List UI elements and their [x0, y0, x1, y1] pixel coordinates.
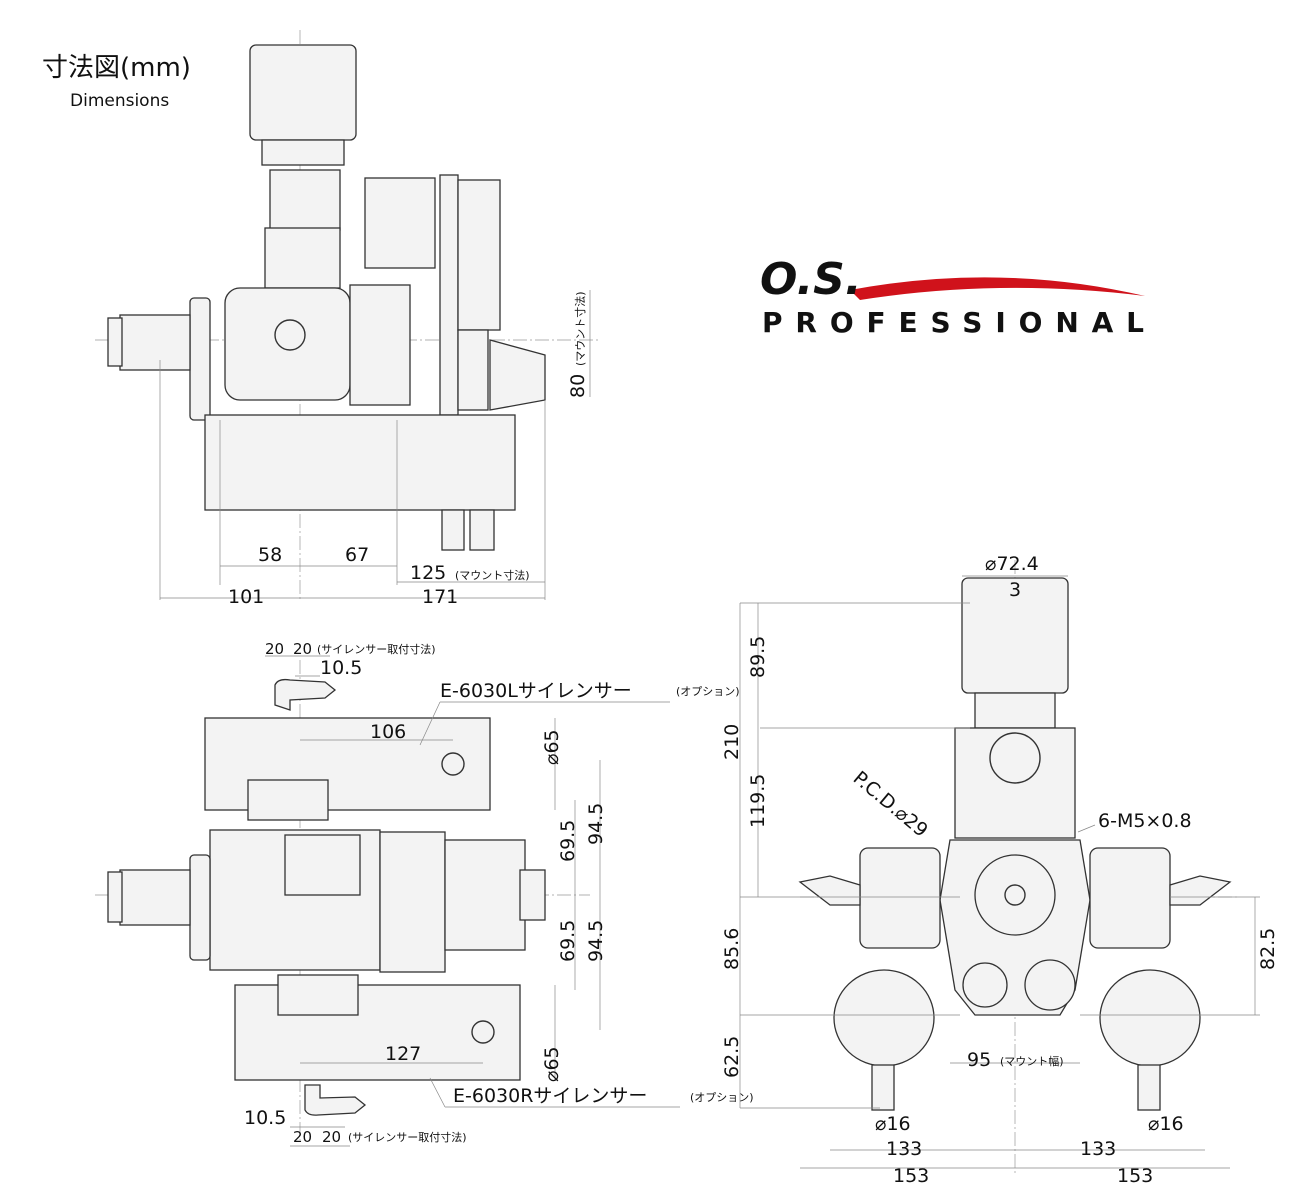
engine-front-view: ⌀72.4 3 210 89.5 119.5 P.C.D.⌀29 6-M5×0.…	[721, 553, 1279, 1187]
muffler	[204, 414, 516, 511]
cylinder-head	[224, 287, 351, 401]
dim-dia16-left: ⌀16	[875, 1113, 911, 1135]
logo-line: PROFESSIONAL	[762, 306, 1144, 339]
pcd-label: P.C.D.⌀29	[849, 767, 932, 842]
dim-58: 58	[258, 544, 282, 566]
dim-89-5: 89.5	[747, 636, 769, 678]
dim-101: 101	[228, 586, 264, 608]
engine-side-view: 58 67 125 (マウント寸法) 101 171 80 (マウント寸法)	[95, 30, 600, 608]
dim-80-note: (マウント寸法)	[573, 291, 587, 366]
dim-69-5-upper: 69.5	[557, 820, 579, 862]
dim-153-right: 153	[1117, 1165, 1153, 1187]
dim-dia72-4: ⌀72.4	[985, 553, 1039, 575]
bolt-spec: 6-M5×0.8	[1098, 810, 1192, 832]
dim-210: 210	[721, 724, 743, 760]
dim-153-left: 153	[893, 1165, 929, 1187]
dim-lower-20b: 20	[322, 1128, 341, 1146]
dim-95: 95	[967, 1049, 991, 1071]
upper-mount-note: (サイレンサー取付寸法)	[317, 642, 436, 656]
dim-upper-20b: 20	[293, 640, 312, 658]
dim-106: 106	[370, 721, 406, 743]
dim-lower-20a: 20	[293, 1128, 312, 1146]
dim-133-right: 133	[1080, 1138, 1116, 1160]
silencer-l-label: E-6030Lサイレンサー	[440, 680, 632, 702]
engine-top-view: 20 20 (サイレンサー取付寸法) 10.5 E-6030Lサイレンサー (オ…	[95, 640, 754, 1147]
dim-94-5-upper: 94.5	[585, 803, 607, 845]
dim-3: 3	[1009, 579, 1021, 601]
silencer-r-note: (オプション)	[690, 1091, 754, 1104]
dim-94-5-lower: 94.5	[585, 920, 607, 962]
dim-95-note: (マウント幅)	[1000, 1055, 1064, 1068]
dim-lower-10-5: 10.5	[244, 1107, 286, 1129]
dim-upper-20a: 20	[265, 640, 284, 658]
dim-dia65-upper: ⌀65	[541, 729, 563, 765]
dim-133-left: 133	[886, 1138, 922, 1160]
dim-82-5: 82.5	[1257, 928, 1279, 970]
dim-upper-10-5: 10.5	[320, 657, 362, 679]
dim-127: 127	[385, 1043, 421, 1065]
page-subtitle: Dimensions	[70, 91, 169, 111]
dim-dia65-lower: ⌀65	[541, 1046, 563, 1082]
right-cylinder	[1089, 847, 1171, 949]
page-title: 寸法図(mm)	[42, 53, 191, 83]
dim-171: 171	[422, 586, 458, 608]
silencer-r-label: E-6030Rサイレンサー	[453, 1085, 647, 1107]
dim-125-note: (マウント寸法)	[455, 568, 530, 582]
dim-62-5: 62.5	[721, 1036, 743, 1078]
dim-80: 80	[567, 374, 589, 398]
left-cylinder	[859, 847, 941, 949]
air-cleaner	[249, 44, 357, 141]
os-professional-logo: O.S. PROFESSIONAL	[760, 254, 1145, 339]
dim-85-6: 85.6	[721, 928, 743, 970]
dim-125: 125	[410, 562, 446, 584]
dim-dia16-right: ⌀16	[1148, 1113, 1184, 1135]
dim-67: 67	[345, 544, 369, 566]
logo-brand: O.S.	[760, 254, 862, 305]
left-muffler	[833, 969, 935, 1067]
dim-119-5: 119.5	[747, 774, 769, 828]
lower-mount-note: (サイレンサー取付寸法)	[348, 1130, 467, 1144]
propeller-hub	[189, 297, 211, 421]
right-muffler	[1099, 969, 1201, 1067]
silencer-l-note: (オプション)	[676, 685, 740, 698]
dim-69-5-lower: 69.5	[557, 920, 579, 962]
